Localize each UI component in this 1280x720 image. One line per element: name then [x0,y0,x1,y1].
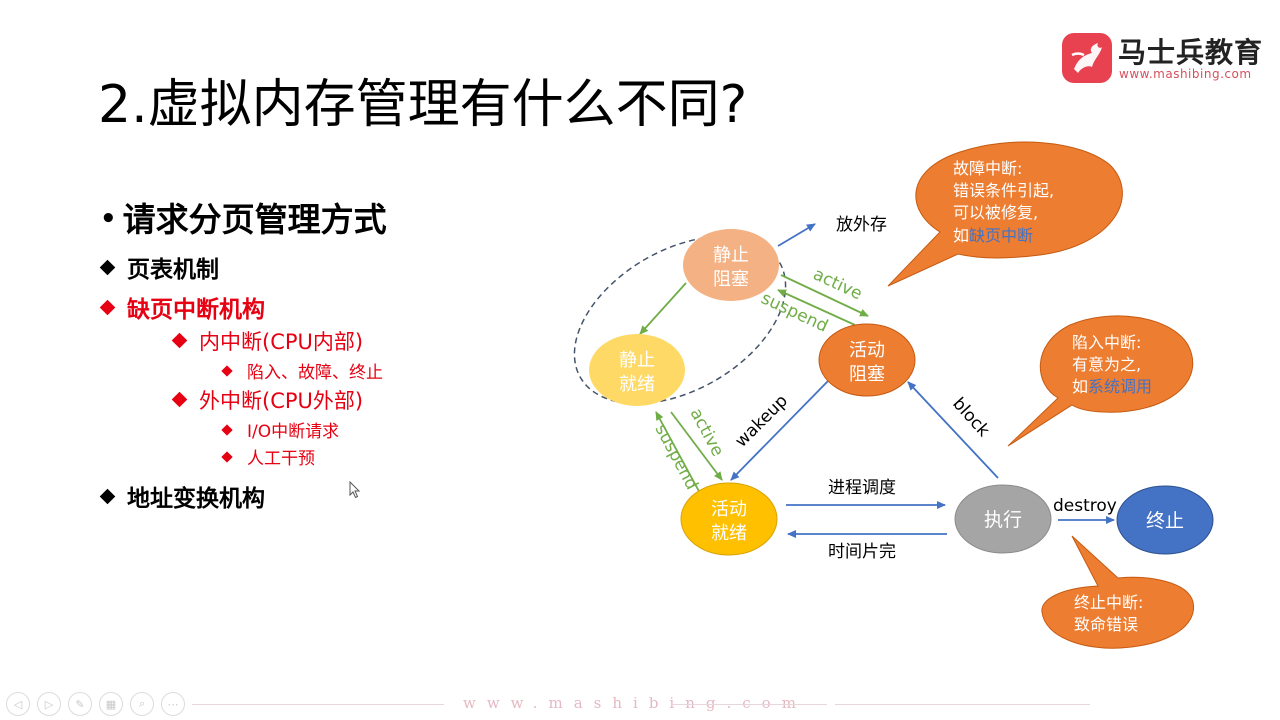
footer-divider [192,704,444,705]
svg-text:阻塞: 阻塞 [713,269,749,290]
outline-item: 缺页中断机构 [99,290,265,324]
block-label: block [948,394,993,441]
static-blocked-to-ready-arrow [639,282,687,335]
brand-name: 马士兵教育 [1118,36,1264,69]
wakeup-arrow [730,380,829,481]
zoom-icon[interactable]: ⌕ [130,692,154,716]
fault-interrupt-callout: 故障中断: 错误条件引起, 可以被修复, 如缺页中断 [887,141,1123,287]
node-running: 执行 [954,484,1052,554]
presentation-controls: ◁ ▷ ✎ ▦ ⌕ ⋯ [6,692,185,716]
callout-line: 有意为之, [1072,355,1141,374]
active-label-top: active [810,264,865,304]
outline-item: 陷入、故障、终止 [221,358,383,383]
mouse-cursor-icon [349,481,361,499]
static-states-boundary [573,235,787,405]
mashibing-logo-icon [1062,33,1112,83]
footer-divider [672,704,827,705]
svg-text:终止: 终止 [1146,510,1184,532]
svg-text:静止: 静止 [713,245,749,266]
outline-item: I/O中断请求 [221,417,339,442]
brand-logo: 马士兵教育 www.mashibing.com [1062,33,1272,85]
suspend-label-left: suspend [651,421,702,493]
footer-url: www.mashibing.com [463,694,807,712]
svg-text:阻塞: 阻塞 [849,364,885,385]
node-active-blocked: 活动 阻塞 [818,323,916,397]
node-active-ready: 活动 就绪 [680,482,778,556]
next-slide-icon[interactable]: ▷ [37,692,61,716]
abort-interrupt-callout: 终止中断: 致命错误 [1041,535,1195,649]
outline-item: 人工干预 [221,444,315,469]
svg-text:执行: 执行 [984,509,1022,531]
pen-icon[interactable]: ✎ [68,692,92,716]
suspend-arrow-top [777,289,856,326]
prev-slide-icon[interactable]: ◁ [6,692,30,716]
schedule-label: 进程调度 [828,478,896,498]
outline-heading: •请求分页管理方式 [100,200,387,239]
svg-text:就绪: 就绪 [711,523,747,544]
trap-interrupt-callout: 陷入中断: 有意为之, 如系统调用 [1007,315,1194,447]
block-arrow [907,381,999,479]
active-arrow-top [780,274,869,317]
node-terminated: 终止 [1116,485,1214,555]
outline-item: 内中断(CPU内部) [171,326,363,356]
brand-url: www.mashibing.com [1119,67,1252,81]
callout-line: 终止中断: [1074,593,1143,612]
outline-item: 页表机制 [99,250,219,284]
swap-out-label: 放外存 [836,215,887,235]
wakeup-label: wakeup [731,391,792,452]
more-options-icon[interactable]: ⋯ [161,692,185,716]
timeslice-label: 时间片完 [828,542,896,562]
suspend-label-top: suspend [758,288,831,336]
callout-line: 故障中断: [953,159,1022,178]
footer-divider [835,704,1090,705]
active-label-left: active [686,405,728,460]
node-static-ready: 静止 就绪 [589,334,685,406]
slides-grid-icon[interactable]: ▦ [99,692,123,716]
outline-item: 外中断(CPU外部) [171,385,363,415]
callout-line: 错误条件引起, [953,181,1054,200]
svg-text:活动: 活动 [849,340,885,361]
swap-out-arrow [777,223,816,247]
active-arrow-left [670,411,723,481]
node-static-blocked: 静止 阻塞 [683,229,779,301]
callout-line: 如缺页中断 [953,226,1033,245]
outline-item: 地址变换机构 [99,479,265,513]
svg-text:就绪: 就绪 [619,374,655,395]
callout-line: 如系统调用 [1072,377,1152,396]
svg-text:静止: 静止 [619,350,655,371]
svg-text:活动: 活动 [711,499,747,520]
bullet-dot-icon: • [100,204,117,234]
callout-line: 致命错误 [1074,615,1138,634]
suspend-arrow-left [655,411,702,496]
callout-line: 可以被修复, [953,203,1038,222]
callout-line: 陷入中断: [1072,333,1141,352]
destroy-label: destroy [1053,496,1117,516]
slide-title: 2.虚拟内存管理有什么不同? [98,75,748,135]
